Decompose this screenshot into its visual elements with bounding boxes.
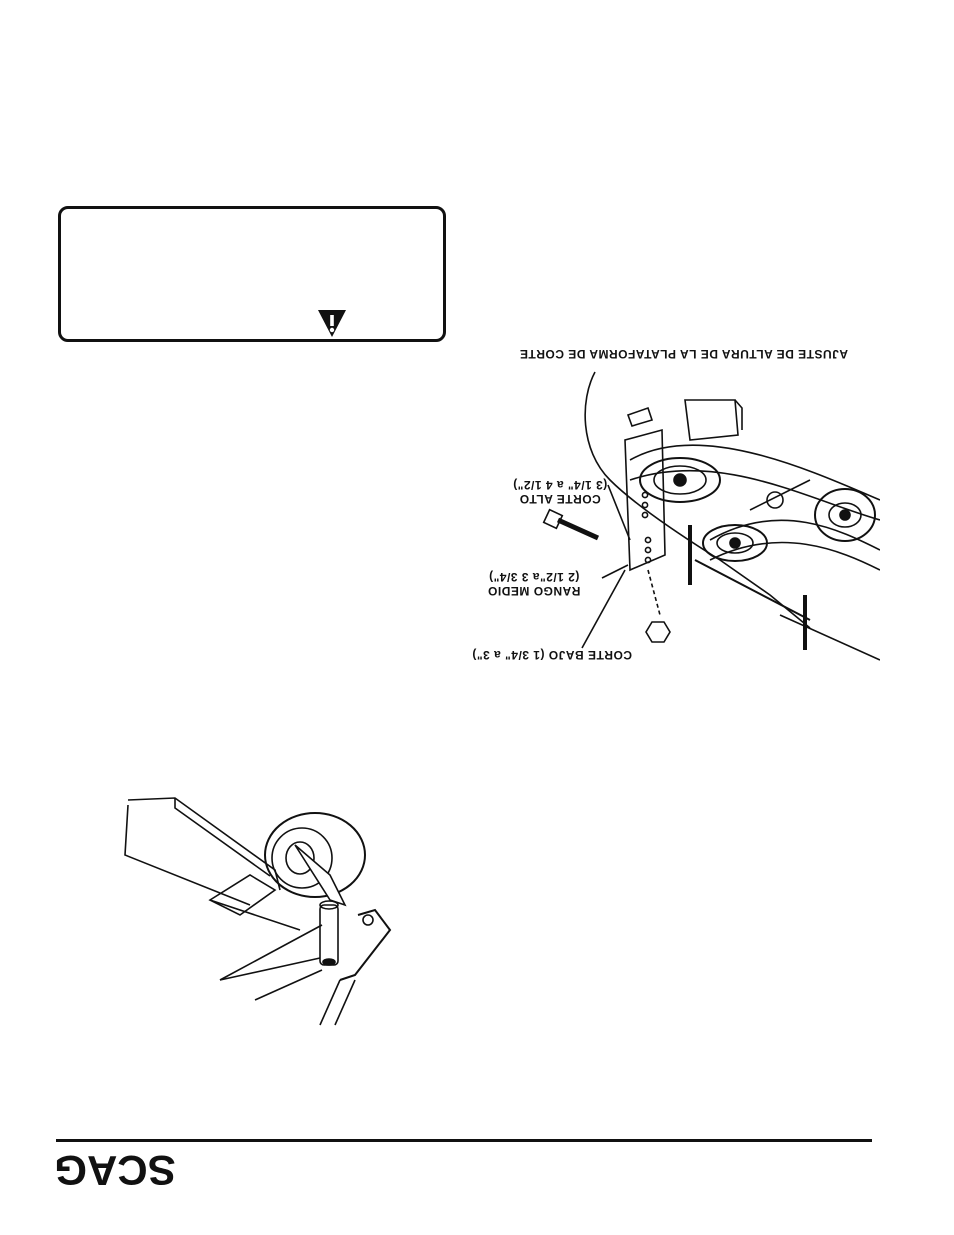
caster-wheel-drawing (124, 797, 392, 1026)
footer-rule (56, 1139, 872, 1142)
scag-logo: SCAG (54, 1150, 175, 1192)
note-box (58, 206, 446, 342)
deck-height-drawing (542, 371, 880, 661)
scag-logo-text: SCAG (54, 1150, 175, 1192)
info-warning-icon (318, 310, 346, 337)
deck-figure-title: AJUSTE DE ALTURA DE LA PLATAFORMA DE COR… (519, 347, 848, 361)
